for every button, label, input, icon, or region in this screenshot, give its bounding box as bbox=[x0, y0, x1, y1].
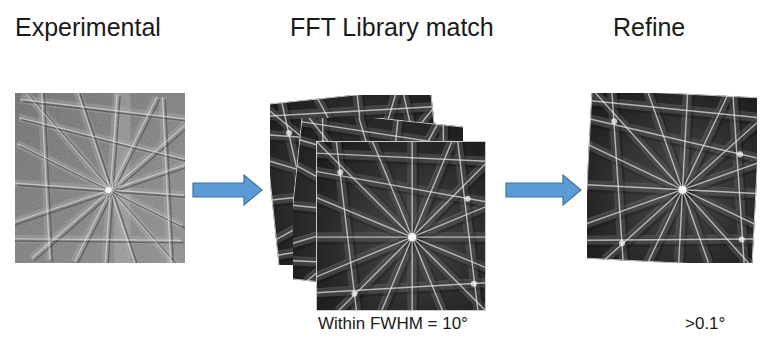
library-pattern bbox=[316, 141, 486, 311]
panel-heading: Refine bbox=[613, 12, 685, 42]
experimental-pattern bbox=[15, 93, 185, 263]
refined-pattern bbox=[587, 93, 757, 263]
tolerance-note: >0.1° bbox=[685, 314, 725, 334]
panel-heading: FFT Library match bbox=[290, 12, 494, 42]
flow-arrow bbox=[193, 175, 262, 205]
panel-heading: Experimental bbox=[15, 12, 161, 42]
pattern-panel: FFT Library matchWithin FWHM = 10° bbox=[268, 0, 498, 340]
tolerance-note: Within FWHM = 10° bbox=[318, 314, 468, 334]
pattern-panel: Experimental bbox=[15, 0, 185, 340]
pattern-panel: Refine >0.1° bbox=[587, 0, 757, 340]
flow-arrow bbox=[506, 175, 581, 205]
